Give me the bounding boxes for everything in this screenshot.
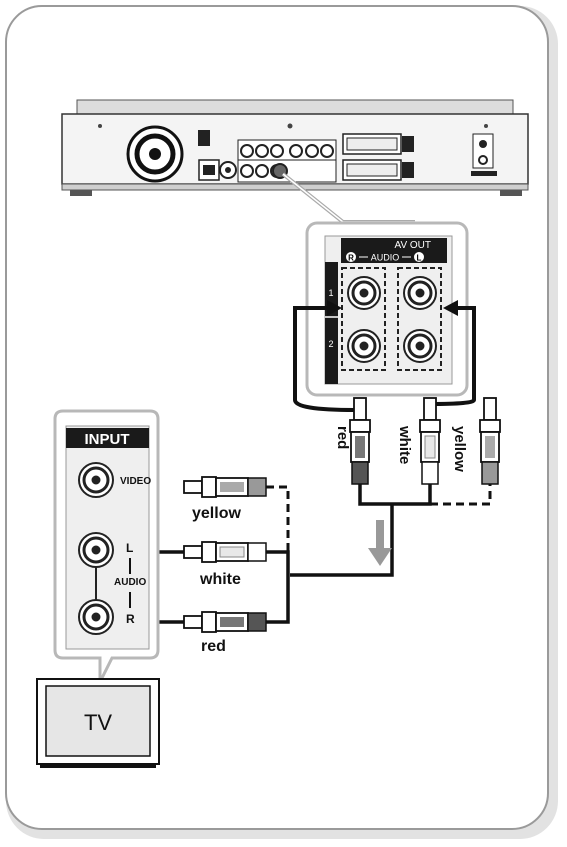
white-plug-upper [419,397,441,485]
label-red-upper: red [334,426,351,449]
video-label: VIDEO [120,476,151,487]
input-left-marker: L [126,541,133,555]
direction-arrow-icon [368,520,392,566]
yellow-plug-lower [183,476,267,498]
av-out-panel: AV OUT R AUDIO L 1 2 [305,221,469,397]
input-audio-label: AUDIO [114,577,146,588]
right-channel-marker-icon [346,252,356,262]
yellow-cable-dashed [430,484,492,506]
white-cable-line [455,306,476,400]
arrow-right-icon [327,300,342,316]
label-red-lower: red [201,638,226,655]
label-white-lower: white [199,571,241,588]
tv-label: TV [84,710,112,735]
red-cable-line [293,306,330,400]
label-yellow-lower: yellow [192,505,241,522]
av-out-right-marker: R [348,254,354,263]
av-out-jacks [347,276,437,363]
cooling-fan-icon [126,125,184,183]
av-out-left-marker: L [417,254,422,263]
cable-bundle [358,484,432,506]
arrow-left-icon [443,300,458,316]
red-plug-lower [183,611,267,633]
label-white-upper: white [396,425,413,464]
antenna-jack-icon [198,130,210,146]
upper-plugs [293,397,501,485]
av-out-audio-label: AUDIO [371,253,400,263]
label-yellow-upper: yellow [451,426,468,472]
tv-set-icon: TV [36,678,160,768]
white-plug-lower [183,541,267,563]
av-out-row-2: 2 [328,339,333,349]
input-title: INPUT [85,431,130,448]
input-right-marker: R [126,612,135,626]
av-out-row-1: 1 [328,288,333,298]
yellow-plug-upper [479,397,501,485]
tv-input-jacks [78,462,114,635]
recorder-rear-panel [61,99,529,196]
tv-input-panel: INPUT VIDEO L AUDIO R [53,409,160,683]
yellow-cable-lower [266,485,290,575]
left-channel-marker-icon [414,252,424,262]
av-out-title: AV OUT [395,240,431,251]
